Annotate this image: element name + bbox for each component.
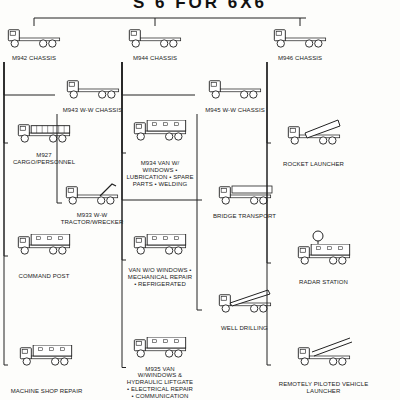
vehicle-label: BRIDGE TRANSPORT: [213, 213, 276, 220]
tree-connector: [4, 62, 8, 365]
vehicle-label: M945 W-W CHASSIS: [205, 107, 265, 114]
tree-connector: [122, 62, 126, 153]
tree-connector: [122, 62, 126, 368]
vehicle-label: M946 CHASSIS: [278, 55, 322, 62]
vehicle-label: WELL DRILLING: [221, 325, 268, 332]
vehicle-node: WELL DRILLING: [202, 288, 287, 332]
tree-connector: [122, 62, 195, 95]
vehicle-node: BRIDGE TRANSPORT: [202, 180, 287, 220]
diagram-title: S 6 FOR 6X6: [0, 0, 400, 13]
vehicle-label: COMMAND POST: [19, 273, 70, 280]
vehicle-node: REMOTELY PILOTED VEHICLE LAUNCHER: [271, 335, 376, 395]
vehicle-label: M943 W-W CHASSIS: [63, 107, 123, 114]
vehicle-node: M927 CARGO/PERSONNEL: [8, 120, 80, 166]
tree-connector: [4, 62, 55, 95]
vehicle-label: ROCKET LAUNCHER: [283, 161, 344, 168]
vehicle-label: M935 VAN W/WINDOWS & HYDRAULIC LIFTGATE …: [126, 366, 194, 400]
tree-connector: [4, 62, 8, 143]
vehicle-label: M934 VAN W/ WINDOWS • LUBRICATION • SPAR…: [126, 160, 194, 188]
tree-connector: [122, 62, 202, 200]
vehicle-node: M942 CHASSIS: [2, 26, 66, 62]
vehicle-node: M944 CHASSIS: [120, 26, 190, 62]
vehicle-node: M933 W-W TRACTOR/WRECKER: [62, 180, 122, 226]
vehicle-label: REMOTELY PILOTED VEHICLE LAUNCHER: [271, 381, 376, 395]
vehicle-label: VAN W/O WINDOWS • MECHANICAL REPAIR • RE…: [126, 267, 194, 288]
vehicle-label: RADAR STATION: [299, 279, 348, 286]
vehicle-node: MACHINE SHOP REPAIR: [8, 335, 85, 395]
vehicle-label: M927 CARGO/PERSONNEL: [8, 152, 80, 166]
vehicle-node: VAN W/O WINDOWS • MECHANICAL REPAIR • RE…: [126, 232, 194, 288]
vehicle-node: M934 VAN W/ WINDOWS • LUBRICATION • SPAR…: [126, 118, 194, 188]
vehicle-node: M935 VAN W/WINDOWS & HYDRAULIC LIFTGATE …: [126, 335, 194, 400]
tree-connector: [197, 114, 202, 310]
vehicle-node: COMMAND POST: [8, 232, 80, 280]
vehicle-node: M946 CHASSIS: [265, 26, 335, 62]
vehicle-node: RADAR STATION: [271, 240, 376, 286]
vehicle-label: M933 W-W TRACTOR/WRECKER: [61, 212, 124, 226]
vehicle-node: M945 W-W CHASSIS: [195, 76, 275, 114]
tree-connector: [267, 62, 271, 143]
tree-connector: [4, 62, 8, 256]
tree-connector: [122, 62, 126, 260]
vehicle-node: ROCKET LAUNCHER: [271, 118, 356, 168]
vehicle-label: M942 CHASSIS: [12, 55, 56, 62]
vehicle-label: MACHINE SHOP REPAIR: [11, 388, 83, 395]
tree-connector: [57, 114, 62, 203]
vehicle-label: M944 CHASSIS: [133, 55, 177, 62]
tree-connector: [267, 62, 271, 263]
vehicle-node: M943 W-W CHASSIS: [55, 76, 130, 114]
